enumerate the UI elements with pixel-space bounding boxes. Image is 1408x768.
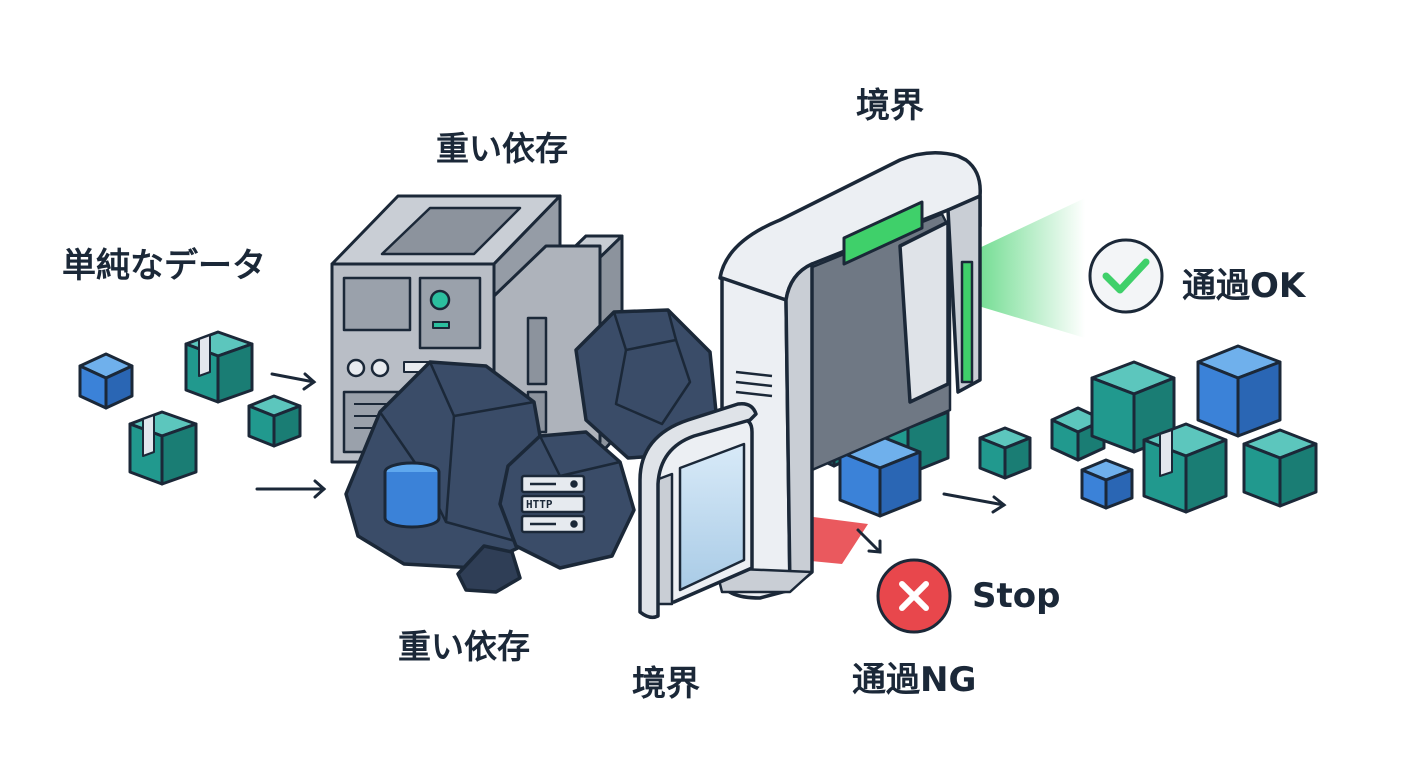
pass-ok-label: 通過OK (1182, 266, 1306, 306)
package-cube (1142, 422, 1228, 514)
output-data-cubes (1050, 344, 1318, 514)
green-scan-beam (975, 198, 1085, 338)
server-stack-icon: HTTP (520, 474, 586, 534)
database-icon (383, 461, 441, 529)
package-cube (184, 330, 254, 404)
boundary-gate (714, 151, 982, 600)
arrow-icon (255, 479, 327, 499)
arrow-icon (942, 492, 1007, 514)
arrow-icon (856, 528, 882, 554)
data-cube (78, 352, 134, 410)
data-cube (1242, 428, 1318, 508)
heavy-dependency-label-bottom: 重い依存 (398, 627, 530, 666)
simple-data-label: 単純なデータ (62, 246, 266, 286)
x-circle-icon (876, 558, 952, 634)
input-data-cubes (78, 330, 302, 486)
http-label: HTTP (526, 498, 553, 511)
data-cube (1196, 344, 1282, 438)
rock (456, 544, 522, 594)
boundary-label-top: 境界 (856, 86, 924, 126)
boundary-label-bottom: 境界 (632, 664, 700, 704)
gate-door (638, 401, 758, 620)
input-arrows (255, 372, 327, 499)
stop-label: Stop (972, 576, 1061, 616)
package-cube (128, 410, 198, 486)
arrow-icon (270, 372, 317, 391)
ok-indicator (842, 200, 924, 266)
pass-ng-label: 通過NG (852, 660, 977, 700)
heavy-dependency-label-top: 重い依存 (436, 129, 568, 168)
check-circle-icon (1088, 238, 1164, 314)
data-cube (1080, 458, 1134, 510)
data-cube (247, 394, 302, 448)
data-cube (978, 426, 1032, 480)
